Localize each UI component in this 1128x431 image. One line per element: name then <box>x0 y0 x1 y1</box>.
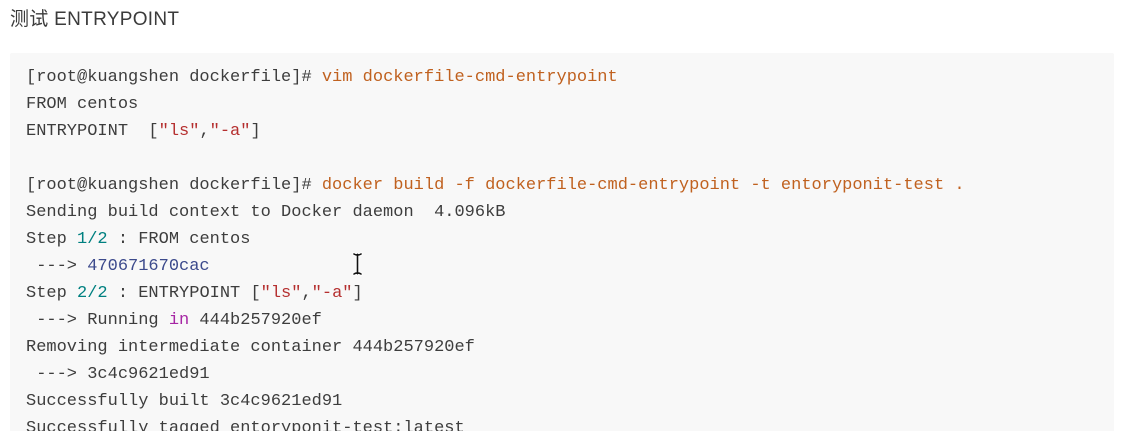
terminal-line: ---> 470671670cac <box>26 253 1098 280</box>
terminal-token-number: 2/2 <box>77 284 108 303</box>
terminal-line: ENTRYPOINT ["ls","-a"] <box>26 118 1098 145</box>
terminal-token-default: ENTRYPOINT [ <box>26 122 159 141</box>
terminal-token-default: , <box>199 122 210 141</box>
terminal-output: [root@kuangshen dockerfile]# vim dockerf… <box>26 64 1098 431</box>
terminal-token-default: ---> <box>26 257 88 276</box>
terminal-token-default: Successfully tagged entoryponit-test:lat… <box>26 419 465 431</box>
terminal-token-string: "ls" <box>158 122 200 141</box>
terminal-token-command: docker build -f dockerfile-cmd-entrypoin… <box>321 176 965 195</box>
terminal-token-default: ---> Running <box>26 311 169 330</box>
terminal-token-hash: 470671670cac <box>87 257 210 276</box>
terminal-token-default: , <box>301 284 312 303</box>
terminal-token-command: vim dockerfile-cmd-entrypoint <box>321 68 618 87</box>
terminal-token-default: Removing intermediate container 444b2579… <box>26 338 475 357</box>
terminal-line: Step 1/2 : FROM centos <box>26 226 1098 253</box>
terminal-token-default: Sending build context to Docker daemon 4… <box>26 203 506 222</box>
terminal-line: [root@kuangshen dockerfile]# vim dockerf… <box>26 64 1098 91</box>
terminal-line: ---> Running in 444b257920ef <box>26 307 1098 334</box>
terminal-token-string: "ls" <box>260 284 302 303</box>
terminal-line: [root@kuangshen dockerfile]# docker buil… <box>26 172 1098 199</box>
terminal-line <box>26 145 1098 172</box>
terminal-line: FROM centos <box>26 91 1098 118</box>
terminal-line: Successfully built 3c4c9621ed91 <box>26 388 1098 415</box>
terminal-token-default: Step <box>26 230 78 249</box>
terminal-token-default: Successfully built 3c4c9621ed91 <box>26 392 343 411</box>
terminal-token-number: 1/2 <box>77 230 108 249</box>
terminal-token-string: "-a" <box>311 284 353 303</box>
terminal-line: ---> 3c4c9621ed91 <box>26 361 1098 388</box>
terminal-line: Removing intermediate container 444b2579… <box>26 334 1098 361</box>
terminal-token-string: "-a" <box>209 122 251 141</box>
terminal-token-default: : ENTRYPOINT [ <box>107 284 261 303</box>
terminal-line: Successfully tagged entoryponit-test:lat… <box>26 415 1098 431</box>
terminal-token-default: ---> 3c4c9621ed91 <box>26 365 210 384</box>
terminal-token-default: ] <box>250 122 261 141</box>
terminal-token-default: : FROM centos <box>107 230 251 249</box>
terminal-token-default: FROM centos <box>26 95 139 114</box>
terminal-token-default: [root@kuangshen dockerfile]# <box>26 68 322 87</box>
terminal-token-keyword: in <box>168 311 190 330</box>
terminal-token-default: [root@kuangshen dockerfile]# <box>26 176 322 195</box>
code-block[interactable]: [root@kuangshen dockerfile]# vim dockerf… <box>10 53 1114 431</box>
terminal-token-default: Step <box>26 284 78 303</box>
terminal-token-default: ] <box>352 284 363 303</box>
terminal-line: Step 2/2 : ENTRYPOINT ["ls","-a"] <box>26 280 1098 307</box>
terminal-line: Sending build context to Docker daemon 4… <box>26 199 1098 226</box>
section-heading: 测试 ENTRYPOINT <box>10 9 180 30</box>
terminal-token-default: 444b257920ef <box>189 311 322 330</box>
